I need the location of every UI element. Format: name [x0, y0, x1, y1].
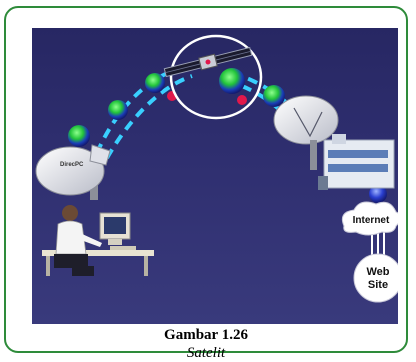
ground-station-dish-icon — [273, 95, 339, 170]
internet-label: Internet — [353, 215, 390, 226]
home-satellite-dish-icon: DirecPC — [35, 144, 111, 200]
user-at-computer-icon — [42, 205, 154, 276]
caption-subtitle: Satelit — [186, 345, 226, 361]
satellite-icon — [163, 46, 253, 78]
signal-node — [237, 95, 247, 105]
signal-node — [219, 68, 245, 94]
satellite-highlight-circle — [169, 34, 263, 120]
building-icon — [318, 134, 395, 190]
web-site-icon: Web Site — [353, 253, 398, 303]
internet-cloud-icon: Internet — [341, 201, 398, 236]
illustration-canvas: DirecPC — [35, 34, 398, 303]
figure-frame: DirecPC — [4, 6, 408, 361]
dish-brand-label: DirecPC — [60, 162, 84, 168]
figure-caption: Gambar 1.26 Satelit — [6, 326, 406, 362]
caption-title: Gambar 1.26 — [164, 327, 248, 343]
signal-node — [145, 73, 165, 93]
web-site-label-line2: Site — [368, 279, 388, 291]
uplink-path-2 — [105, 74, 193, 159]
signal-node — [369, 185, 387, 203]
satellite-illustration: DirecPC — [32, 28, 398, 324]
signal-node — [263, 85, 285, 107]
web-site-label-line1: Web — [366, 266, 389, 278]
signal-node — [108, 100, 128, 120]
signal-node — [68, 125, 90, 147]
